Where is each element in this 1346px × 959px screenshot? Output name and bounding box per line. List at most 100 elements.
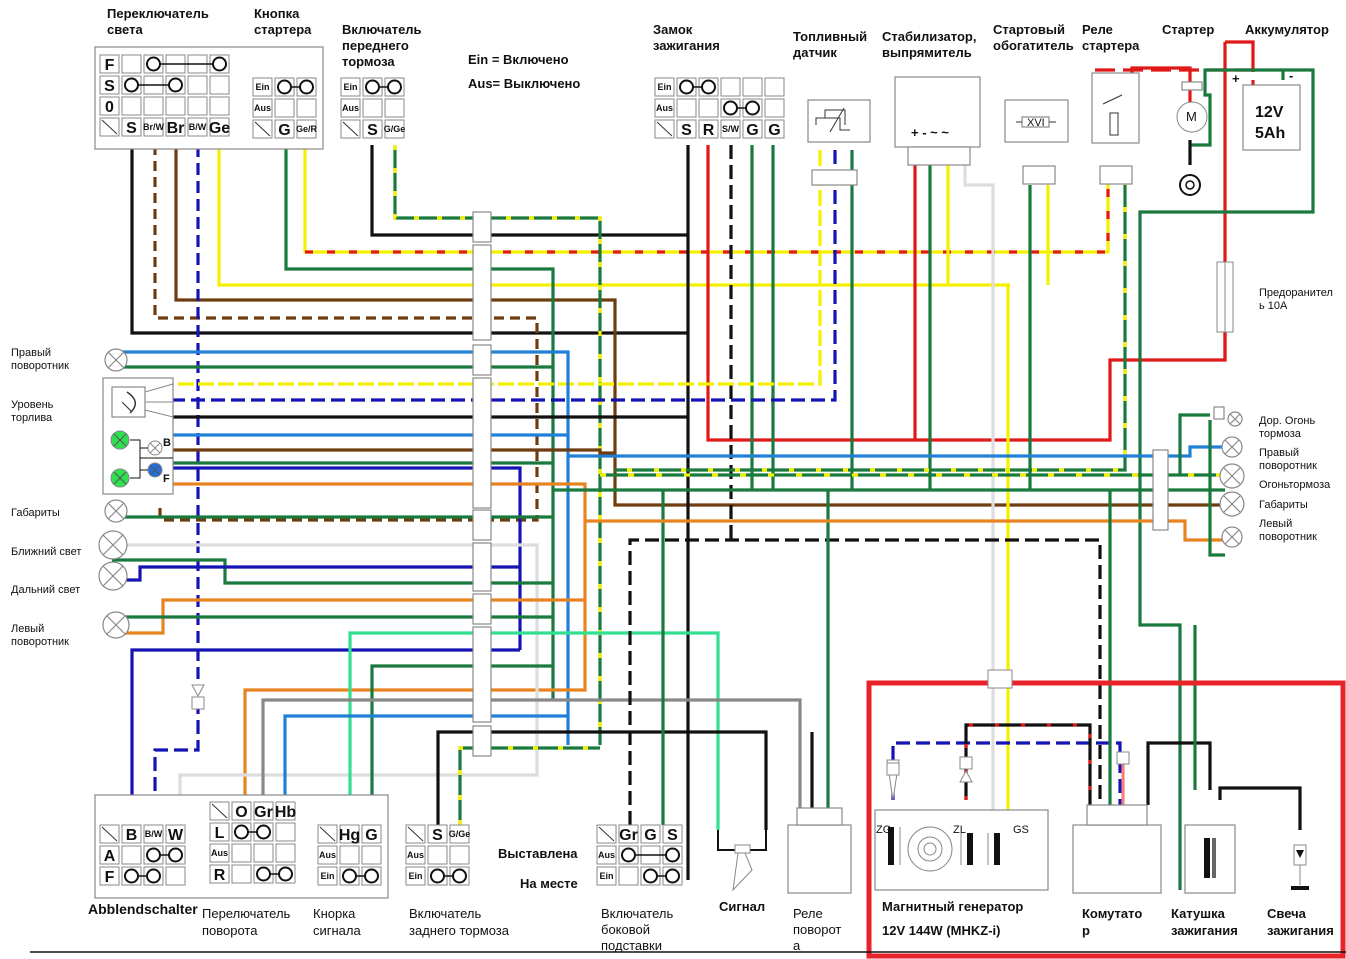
switch-cell-label: S: [432, 827, 443, 844]
wire-starter-ground: [1190, 68, 1283, 147]
lamp-icon: [1219, 491, 1245, 517]
switch-cell-label: Ein: [320, 871, 334, 881]
battery-capacity: 5Ah: [1255, 125, 1285, 142]
rotor-icon: [907, 826, 953, 872]
switch-cell-label: 0: [105, 99, 114, 116]
switch-cell-label: Aus: [254, 103, 271, 113]
switch-cell-label: Ge/R: [296, 124, 318, 134]
wire-rt-turn-blue: [118, 350, 570, 745]
switch-cell-label: Ein: [343, 82, 357, 92]
label-right-lamp-2: Огоньтормоза: [1259, 479, 1331, 491]
switch-cell-label: Ein: [408, 871, 422, 881]
switch-cell-label: S: [667, 827, 678, 844]
switch-cell-label: Ge: [209, 120, 230, 137]
lamp-icon: [1219, 463, 1245, 489]
switch-cell-label: R: [214, 867, 226, 884]
label-stand-out: Выставлена: [498, 846, 578, 861]
switch-cell-label: R: [703, 122, 715, 139]
contact-icon: [146, 868, 161, 884]
contact-icon: [745, 100, 760, 116]
indicator-lamp-green: [110, 430, 130, 450]
lamp-icon: [1221, 436, 1243, 458]
lamp-icon: [1221, 526, 1243, 548]
wire-brown: [174, 145, 1160, 507]
wire-turn-gray: [261, 698, 802, 810]
wire-rear-black: [436, 730, 768, 830]
indicator-lamp-green: [110, 468, 130, 488]
label-battery: Аккумулятор: [1245, 22, 1329, 37]
switch-cell-label: Br/W: [143, 122, 165, 132]
contact-icon: [234, 824, 249, 840]
contact-icon: [665, 868, 680, 884]
switch-cell-label: W: [168, 827, 184, 844]
lamp-icon: [104, 499, 128, 523]
lamp-icon: [98, 530, 128, 560]
wire-near-green: [112, 558, 553, 585]
coil-zg-label: ZG: [876, 824, 891, 836]
switch-cell-label: Br: [167, 120, 185, 137]
label-stand-in: На месте: [520, 876, 578, 891]
wire-dimmer-bw: [153, 700, 200, 800]
contact-icon: [212, 56, 227, 72]
relay-coil-icon: [1109, 112, 1119, 136]
contact-icon: [665, 847, 680, 863]
contact-icon: [430, 868, 445, 884]
label-dimmer: Abblendschalter: [88, 901, 198, 917]
wire-yellow-red-dash: [305, 180, 1110, 254]
coil-core-icon: [1204, 838, 1210, 878]
switch-cell-label: G: [365, 827, 377, 844]
legend-ein: Ein = Включено: [468, 52, 569, 67]
wire-coil-black: [1146, 741, 1212, 805]
label-right-lamp-3: Габариты: [1259, 499, 1308, 511]
resistor-icon: [829, 107, 845, 133]
battery-voltage: 12V: [1255, 104, 1284, 121]
coil-zl-label: ZL: [953, 824, 966, 836]
lamp-icon: [98, 561, 128, 591]
switch-cell-label: Gr: [254, 804, 273, 821]
wire-dash-brown: [170, 448, 615, 455]
wire-green-yellow: [393, 145, 602, 745]
wire-horn-green: [370, 664, 553, 800]
switch-cell-label: S: [126, 120, 137, 137]
switch-cell-label: Ein: [255, 82, 269, 92]
ignition-system-highlight: [866, 680, 1346, 959]
wire-rear-green-dash: [458, 746, 600, 825]
turn-relay: [787, 824, 852, 894]
legend-aus: Aus= Выключено: [468, 76, 580, 91]
wire-black-brake: [370, 145, 688, 237]
switch-cell-label: S: [681, 122, 692, 139]
wire-stand-dash: [628, 538, 1102, 825]
switch-cell-label: Aus: [319, 850, 336, 860]
switch-cell-label: Aus: [211, 848, 228, 858]
label-horn: Сигнал: [719, 899, 765, 914]
starter-symbol: M: [1186, 109, 1197, 124]
wire-near-gray: [118, 543, 539, 800]
lamp-icon: [102, 611, 130, 639]
fuel-sensor: [807, 99, 871, 143]
lamp-icon: [104, 348, 128, 372]
contact-icon: [364, 868, 379, 884]
wire-reg-gray: [963, 165, 995, 810]
wire-yellow-ge: [217, 145, 1010, 287]
